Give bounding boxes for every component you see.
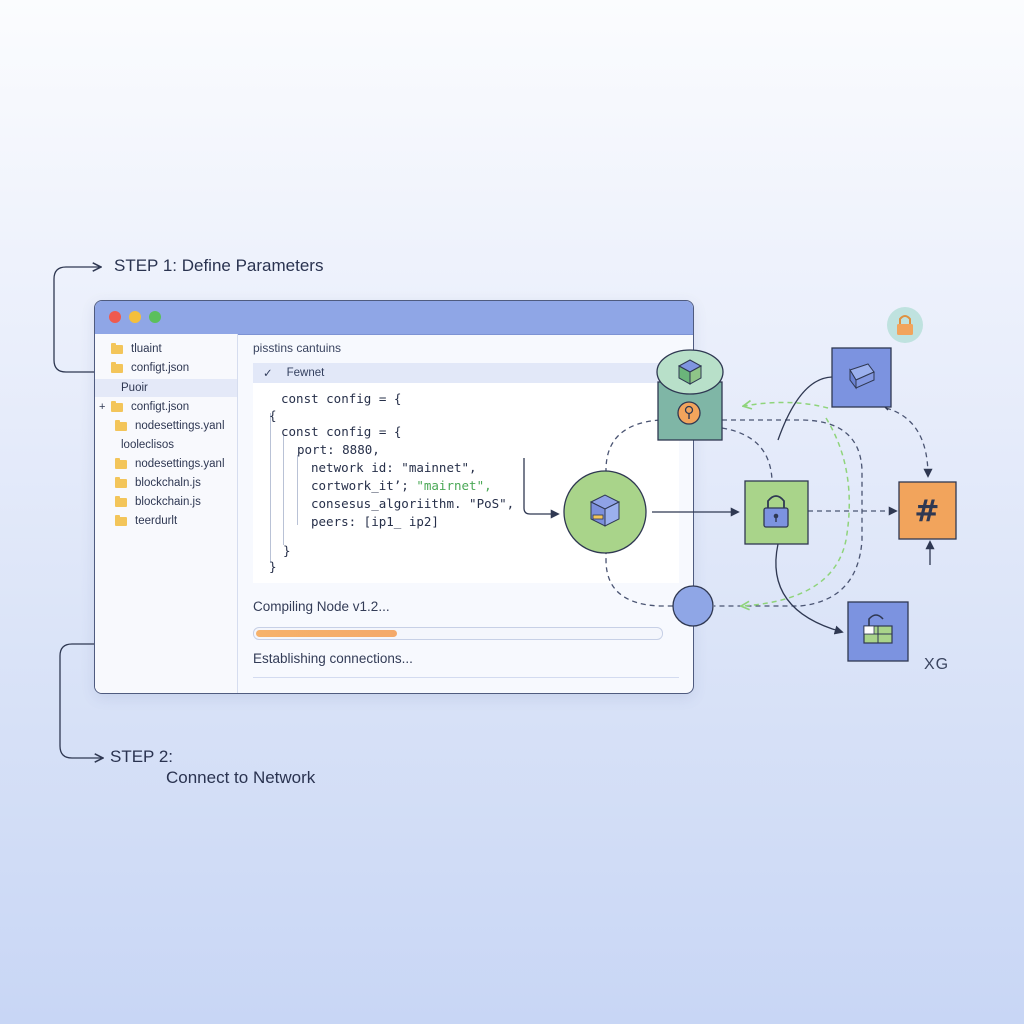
file-tree-item-selected[interactable]: Puoir	[95, 379, 237, 397]
green-flow-arrows	[742, 402, 850, 606]
storage-node[interactable]	[831, 347, 892, 408]
folder-icon	[115, 476, 127, 488]
code-line: {	[269, 408, 277, 423]
code-line: peers: [ip1_ ip2]	[311, 514, 439, 529]
file-tree-item-label: Puoir	[121, 382, 148, 394]
solid-connections	[523, 376, 935, 635]
unlock-node[interactable]	[847, 601, 909, 662]
file-tree-item-label: configt.json	[131, 362, 190, 374]
file-tree-item-label: blockchaln.js	[135, 477, 201, 489]
code-line: consesus_algoriithm. "PoS",	[311, 496, 515, 511]
file-tree-item-label: tluaint	[131, 343, 162, 355]
compile-status-text: Compiling Node v1.2...	[253, 599, 390, 614]
folder-icon	[115, 495, 127, 507]
file-tree-item-label: teerdurlt	[135, 515, 178, 527]
file-tree-item-label: blockchain.js	[135, 496, 201, 508]
compiler-node[interactable]	[563, 470, 647, 554]
file-tree-item-label: configt.json	[131, 401, 190, 413]
connection-status-text: Establishing connections...	[253, 651, 413, 666]
folder-icon	[111, 400, 123, 412]
editor-window: tluaint configt.json Puoir + configt.json…	[94, 300, 694, 694]
code-string-token: "mairnet",	[416, 478, 492, 493]
file-tree-item-label: nodesettings.yanl	[135, 420, 225, 432]
minimize-window-button[interactable]	[129, 311, 141, 323]
code-line: const config = {	[281, 391, 402, 406]
lock-icon	[763, 495, 789, 528]
file-tree-item[interactable]: looleclisos	[95, 436, 237, 454]
file-tree-item[interactable]: configt.json	[95, 359, 237, 377]
step-1-bracket	[53, 267, 100, 373]
code-line: const config = {	[281, 424, 402, 439]
folder-icon	[115, 419, 127, 431]
file-tree-item[interactable]: nodesettings.yanl	[95, 417, 237, 435]
xg-label: XG	[924, 656, 950, 673]
file-tree-item[interactable]: tluaint	[95, 340, 237, 358]
code-line: network id: "mainnet",	[311, 460, 477, 475]
hub-node[interactable]	[656, 349, 724, 441]
step-1-label: STEP 1: Define Parameters	[114, 256, 324, 275]
file-tree-item[interactable]: blockchaln.js	[95, 474, 237, 492]
file-tree-sidebar: tluaint configt.json Puoir + configt.json…	[95, 334, 238, 693]
file-tree-item[interactable]: nodesettings.yanl	[95, 455, 237, 473]
step-2-bracket	[59, 643, 102, 758]
code-line: }	[269, 559, 277, 574]
maximize-window-button[interactable]	[149, 311, 161, 323]
lock-node[interactable]	[744, 480, 809, 545]
file-tree-item[interactable]: + configt.json	[95, 398, 237, 416]
panel-title: pisstins cantuins	[253, 341, 342, 355]
peer-node[interactable]	[672, 585, 714, 627]
folder-icon	[115, 514, 127, 526]
code-line: port: 8880,	[297, 442, 380, 457]
folder-icon	[115, 457, 127, 469]
code-token: cortwork_it’;	[311, 478, 417, 493]
step-2-label: STEP 2:	[110, 747, 173, 766]
step-2-subtitle: Connect to Network	[166, 768, 316, 787]
padlock-badge-icon	[887, 307, 923, 343]
compile-progress-bar	[253, 627, 663, 640]
file-tree-item-label: nodesettings.yanl	[135, 458, 225, 470]
checkmark-icon: ✓	[263, 368, 273, 380]
file-tree-item[interactable]: blockchain.js	[95, 493, 237, 511]
unlock-box-icon	[863, 614, 893, 644]
close-window-button[interactable]	[109, 311, 121, 323]
folded-box-icon	[849, 363, 875, 390]
divider	[253, 677, 679, 678]
file-tree-item[interactable]: teerdurlt	[95, 512, 237, 530]
keyhole-icon	[677, 401, 701, 425]
hash-node[interactable]: #	[898, 481, 957, 540]
hash-icon: #	[914, 494, 939, 529]
file-tree-item-label: looleclisos	[121, 439, 175, 451]
dashed-connections	[605, 407, 933, 607]
expand-toggle[interactable]: +	[99, 401, 106, 413]
window-titlebar	[95, 301, 693, 335]
editor-tab-label: Fewnet	[286, 367, 325, 379]
cube-stack-icon	[677, 359, 703, 385]
folder-icon	[111, 342, 123, 354]
compile-progress-fill	[256, 630, 398, 637]
cube-stack-icon	[589, 494, 621, 527]
code-line: }	[283, 543, 291, 558]
code-line: cortwork_it’; "mairnet",	[311, 478, 492, 493]
folder-icon	[111, 361, 123, 373]
